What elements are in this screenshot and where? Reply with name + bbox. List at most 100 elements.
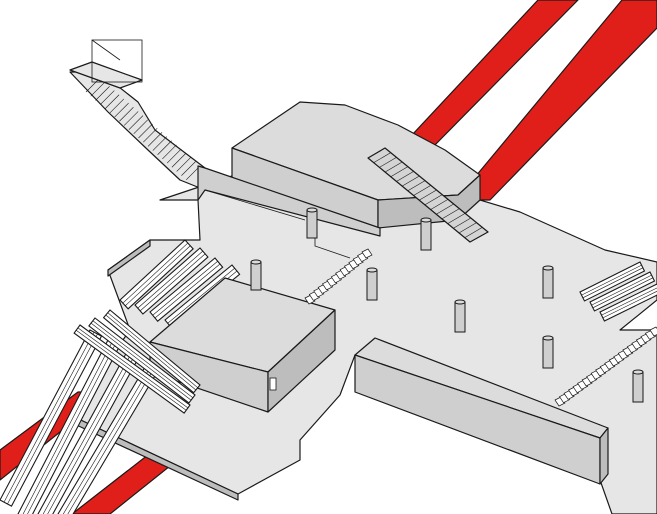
escalator-rail [137,250,203,309]
column-cap [542,265,554,271]
escalator [589,271,656,312]
escalator-rail [152,260,218,316]
escalator-rail [582,267,644,299]
escalator-rail [602,290,657,319]
right-escalator-bank [579,261,657,322]
vent-slat [649,326,657,337]
column-shaft [250,261,262,291]
stair-tread [166,148,182,164]
column-pillar [306,207,318,239]
column-cap [454,299,466,305]
vent-grille-right [554,326,657,407]
stair-tread [430,199,449,210]
stair-tread [459,222,477,233]
stair-tread [396,171,414,182]
stair-guard-box [91,39,143,83]
column-cap [420,217,432,223]
stair-tread [119,107,134,122]
right-long-block [354,337,609,485]
columns [250,207,644,403]
stair-tread [157,140,172,155]
column-cap [366,267,378,273]
stair-tread [425,194,443,205]
escalator [599,283,657,322]
stair-tread [407,180,426,191]
upper-left-staircase [69,39,206,191]
stair-tread [447,213,466,224]
column-cap [542,335,554,341]
stair-tread [104,94,120,109]
stair-tread [453,217,471,229]
escalator-rail [105,314,197,391]
escalator [579,261,646,302]
escalator-rail [122,242,189,304]
column-pillar [542,335,554,369]
stair-tread [147,132,163,147]
column-cap [632,369,644,375]
escalator-rail [601,287,657,316]
escalator-rail [92,320,194,399]
escalator [17,339,121,514]
escalator-rail [42,352,133,514]
stair-tread [138,123,153,139]
column-shaft [542,267,554,299]
stair-tread [176,157,191,172]
escalator-rail [591,274,652,306]
column-cap [250,259,262,265]
column-pillar [632,369,644,403]
escalator-rail [139,253,206,312]
stair-tread [133,119,148,135]
column-shaft [366,269,378,301]
stair-tread [143,127,158,143]
escalator-rail [125,245,191,306]
stair-tread [465,227,483,238]
escalator-rail [76,330,187,411]
escalator [119,239,194,310]
column-pillar [366,267,378,301]
stair-tread [436,203,454,215]
escalator-rail [27,343,116,514]
stair-tread [162,144,177,160]
stair-tread [123,111,139,126]
stair-tread [181,161,196,176]
escalator [73,324,191,414]
column-shaft [454,301,466,333]
center-block-door [269,377,277,391]
stair-tread [114,102,129,118]
column-shaft [542,337,554,369]
escalator [102,309,201,394]
escalator-rail [167,268,235,324]
escalator-body [88,317,196,404]
stair-tread [373,152,391,163]
column-cap [306,207,318,213]
stair-tread [367,147,386,159]
stair-tread [402,175,420,187]
column-shaft [420,219,432,251]
center-building-block [149,277,336,413]
vent-grille-center [304,248,373,305]
front-escalator-bank [0,309,201,514]
stair-treads [85,77,201,181]
stair-tread [100,90,115,105]
escalator [149,257,224,323]
back-right-staircase [367,147,489,243]
stair-tread [379,157,397,168]
escalator-rail [7,333,98,505]
mezzanine-wall [197,165,381,259]
stair-tread [95,86,110,101]
escalator-rail [90,322,192,401]
escalator-rail [592,277,654,309]
escalator-rail [62,364,153,514]
rail-track-band-upper-right [455,0,657,201]
escalator [134,247,209,315]
stair-tread [90,81,105,97]
column-shaft [306,209,318,239]
escalator-rail [107,312,198,388]
escalator-rail [77,327,189,409]
escalator-rail [67,366,156,514]
stair-tread [413,185,431,196]
vent-slat [361,248,373,259]
mezzanine-rail [204,189,306,221]
stair-tread [128,115,144,130]
